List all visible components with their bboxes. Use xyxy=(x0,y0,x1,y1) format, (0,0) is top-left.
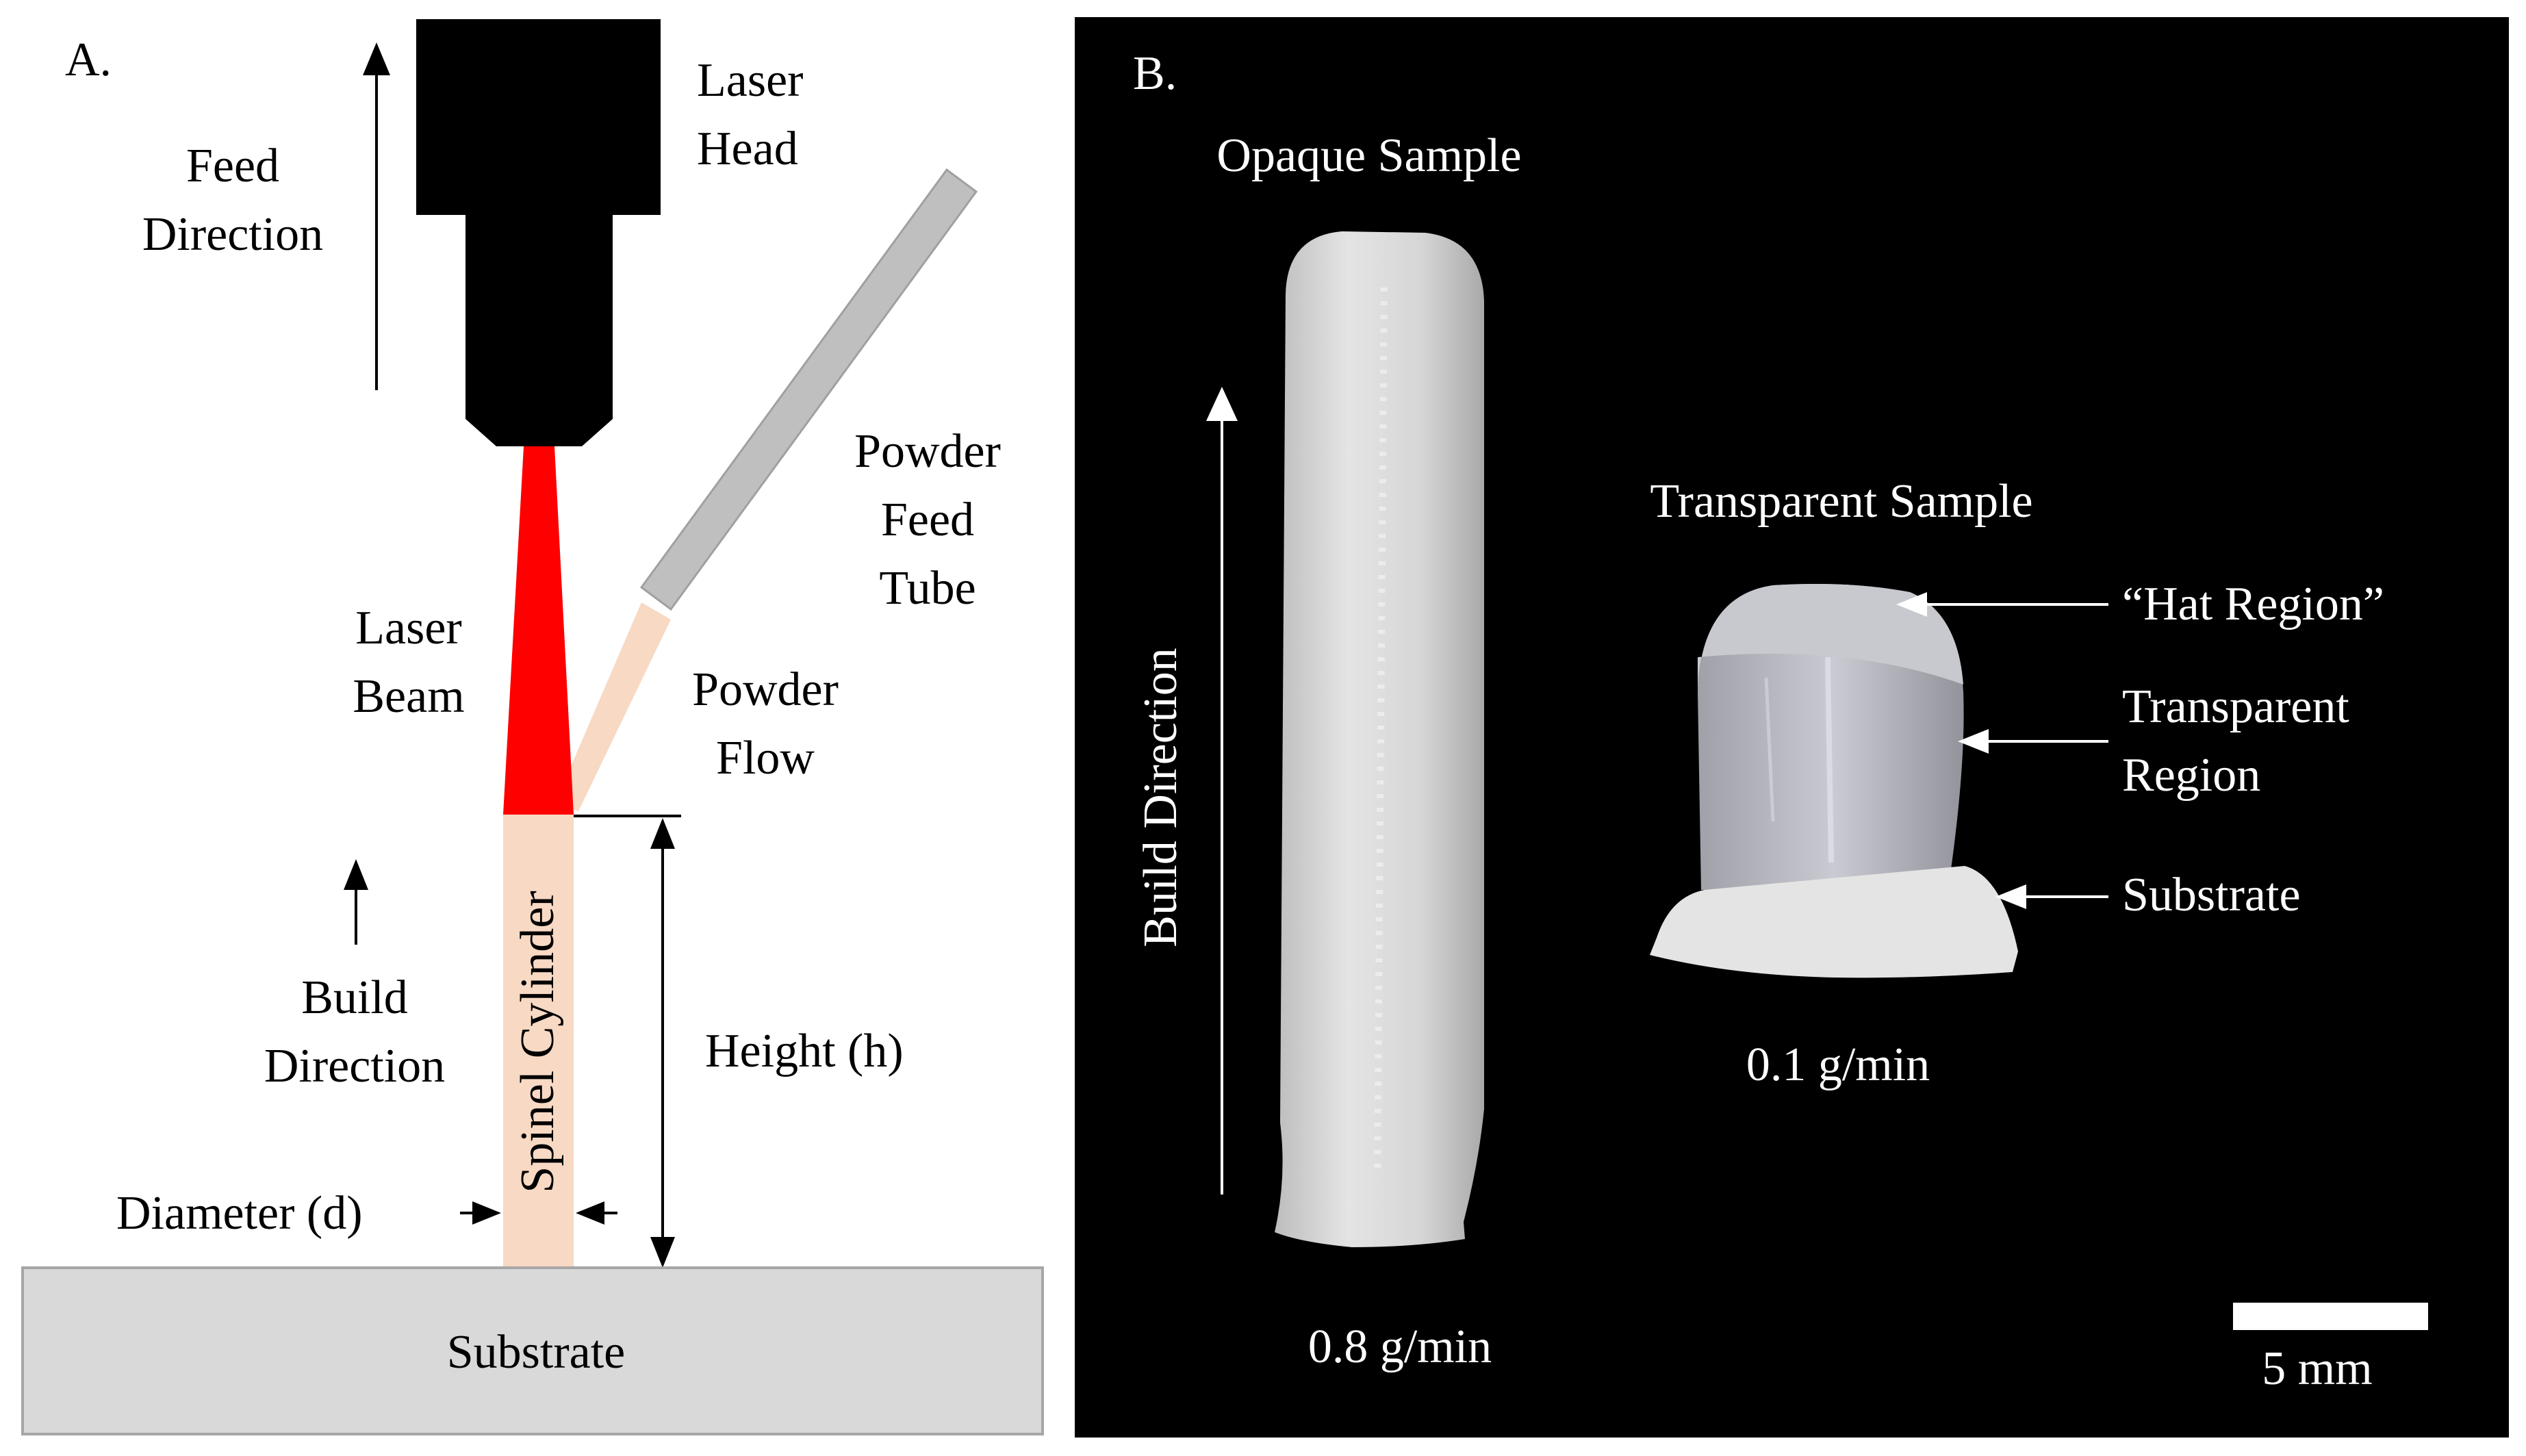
substrate-pointer-head xyxy=(1995,884,2026,909)
spinel-cylinder-label: Spinel Cylinder xyxy=(511,891,564,1192)
spinel-cylinder xyxy=(503,815,574,1270)
transparent-region-pointer-head xyxy=(1958,729,1989,754)
height-arrowhead-bottom xyxy=(650,1237,675,1268)
powder-feed-tube-label-line3: Tube xyxy=(879,562,975,615)
diameter-arrowhead-right xyxy=(576,1201,604,1225)
height-label: Height (h) xyxy=(705,1025,904,1077)
transparent-rate-label: 0.1 g/min xyxy=(1746,1038,1930,1091)
panel-a-letter: A. xyxy=(65,34,112,86)
transparent-sample xyxy=(1650,583,2018,978)
scale-bar-label: 5 mm xyxy=(2262,1342,2372,1395)
transparent-sample-label: Transparent Sample xyxy=(1650,475,2032,528)
substrate-block xyxy=(21,1266,1044,1435)
diameter-label: Diameter (d) xyxy=(116,1187,363,1240)
powder-feed-tube xyxy=(639,168,978,611)
transparent-region-label-line1: Transparent xyxy=(2122,680,2349,733)
scale-bar xyxy=(2233,1303,2428,1330)
laser-beam xyxy=(503,446,574,815)
build-direction-label-a-line2: Direction xyxy=(264,1040,445,1093)
powder-feed-tube-label-line1: Powder xyxy=(854,425,1001,478)
build-direction-label-b: Build Direction xyxy=(1134,648,1187,947)
feed-direction-label-line2: Direction xyxy=(142,208,323,261)
build-direction-arrowhead-a xyxy=(344,859,368,890)
feed-direction-arrowhead xyxy=(363,42,390,75)
transparent-streak-2 xyxy=(1764,677,1775,822)
panel-a: A. Laser Head Feed Direction Powder Feed… xyxy=(21,19,1044,1435)
opaque-sample-highlight xyxy=(1374,287,1388,1178)
diameter-arrowhead-left xyxy=(472,1201,501,1225)
powder-flow-label-line1: Powder xyxy=(692,663,839,716)
feed-direction-label-line1: Feed xyxy=(186,140,279,192)
substrate-label-b: Substrate xyxy=(2122,869,2301,921)
transparent-streak-1 xyxy=(1825,656,1834,863)
hat-region xyxy=(1698,583,1963,691)
hat-region-label: “Hat Region” xyxy=(2122,578,2384,630)
opaque-rate-label: 0.8 g/min xyxy=(1308,1320,1492,1373)
powder-flow-label-line2: Flow xyxy=(716,732,815,784)
build-direction-label-a-line1: Build xyxy=(301,971,408,1024)
height-arrowhead-top xyxy=(650,818,675,849)
powder-feed-tube-label-line2: Feed xyxy=(881,494,974,546)
opaque-sample-label: Opaque Sample xyxy=(1216,129,1521,182)
laser-beam-label-line2: Beam xyxy=(353,670,464,723)
panel-b-letter: B. xyxy=(1133,47,1177,100)
transparent-sample-substrate xyxy=(1650,866,2018,978)
laser-head-label-line1: Laser xyxy=(697,54,803,107)
laser-head xyxy=(416,19,661,446)
transparent-region-label-line2: Region xyxy=(2122,749,2260,802)
substrate-label-a: Substrate xyxy=(447,1326,626,1379)
panel-b: B. Opaque Sample Build Direction 0.8 g/m… xyxy=(1075,17,2509,1438)
laser-beam-label-line1: Laser xyxy=(355,602,461,654)
laser-head-label-line2: Head xyxy=(697,123,798,175)
powder-flow xyxy=(554,602,671,811)
build-direction-arrowhead-b xyxy=(1206,387,1238,421)
hat-region-pointer-head xyxy=(1896,592,1927,617)
